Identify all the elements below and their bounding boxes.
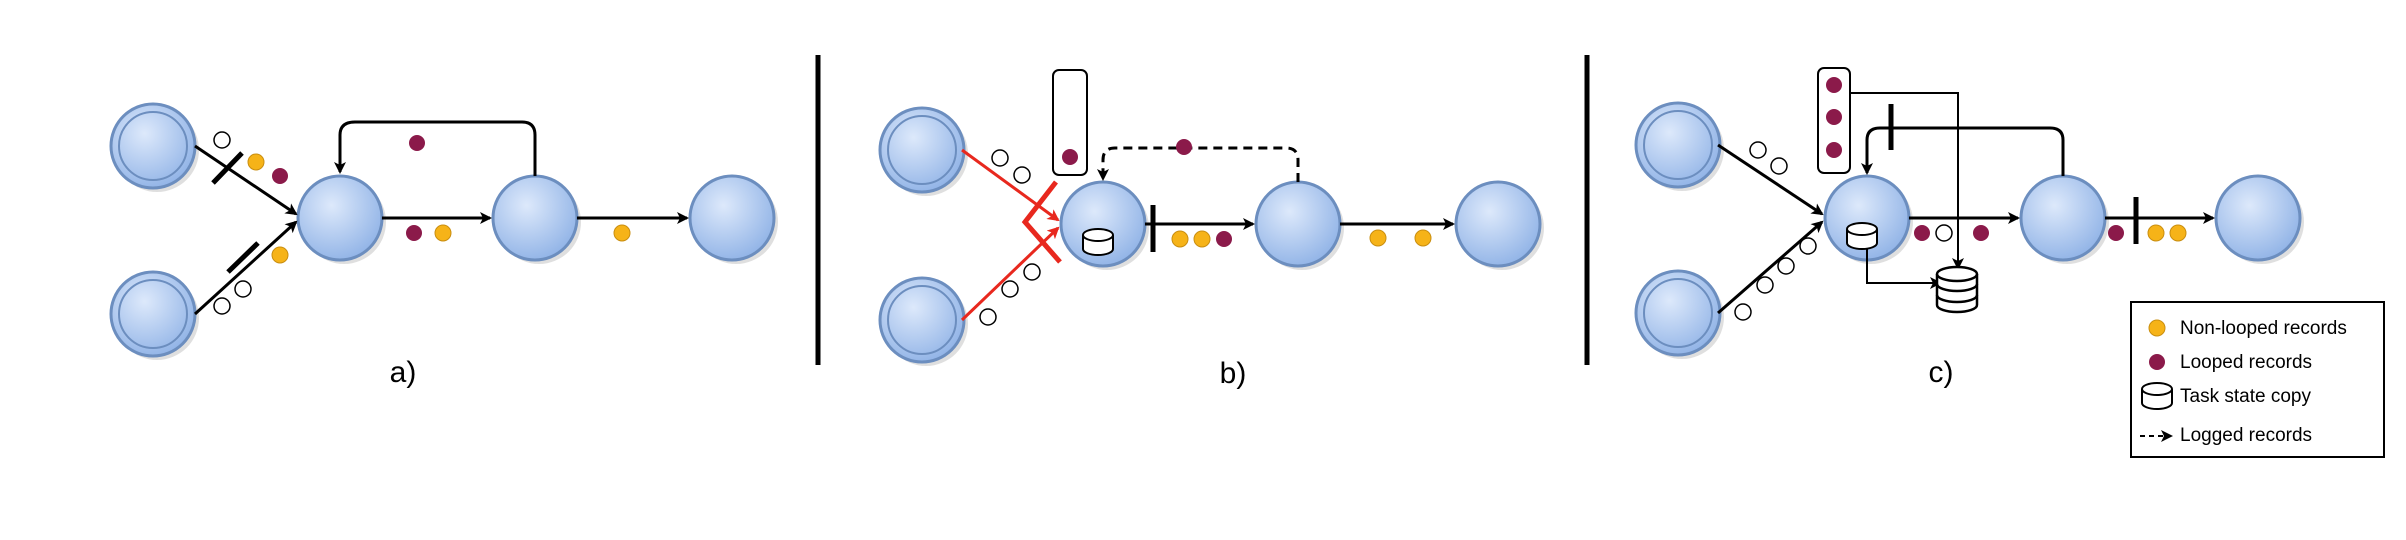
- legend-label-state-copy: Task state copy: [2180, 386, 2311, 407]
- looped-record-icon: [1973, 225, 1989, 241]
- source-node-bottom: [1634, 269, 1726, 361]
- task-node-3: [1454, 180, 1546, 272]
- looped-record-icon: [1216, 231, 1232, 247]
- task-node-2: [1254, 180, 1346, 272]
- legend-box: [2130, 301, 2385, 458]
- looped-record-icon: [409, 135, 425, 151]
- in-flight-record-icon: [1770, 157, 1788, 175]
- non-looped-record-icon: [271, 246, 289, 264]
- non-looped-record-icon: [247, 153, 265, 171]
- panel-a: a): [109, 102, 780, 389]
- in-flight-record-icon: [234, 280, 252, 298]
- looped-record-icon: [1826, 142, 1842, 158]
- non-looped-record-icon: [2147, 224, 2165, 242]
- non-looped-record-icon: [1171, 230, 1189, 248]
- in-flight-record-icon: [213, 131, 231, 149]
- in-flight-record-icon: [1734, 303, 1752, 321]
- in-flight-record-icon: [1799, 237, 1817, 255]
- task-node-2: [2019, 174, 2111, 266]
- non-looped-record-icon: [1414, 229, 1432, 247]
- in-flight-record-icon: [1749, 141, 1767, 159]
- source-node-top: [878, 106, 970, 198]
- log-box: [1052, 69, 1088, 176]
- state-copy-edge: [1866, 245, 1942, 289]
- database-icon: [1935, 265, 1979, 314]
- legend-label-non-looped: Non-looped records: [2180, 318, 2347, 339]
- edge: [194, 144, 298, 216]
- non-looped-record-icon: [2169, 224, 2187, 242]
- in-flight-record-icon: [1023, 263, 1041, 281]
- non-looped-record-icon: [434, 224, 452, 242]
- failure-marker-icon: [1021, 180, 1062, 264]
- legend: Non-looped records Looped records Task s…: [2130, 301, 2385, 458]
- failed-edge: [961, 148, 1060, 222]
- source-node-top: [109, 102, 201, 194]
- in-flight-record-icon: [1756, 276, 1774, 294]
- looped-record-icon: [1826, 109, 1842, 125]
- panel-label-a: a): [390, 356, 417, 389]
- cylinder-icon: [2141, 382, 2173, 410]
- legend-label-looped: Looped records: [2180, 352, 2312, 373]
- loop-edge: [1861, 126, 2065, 176]
- edge: [193, 220, 298, 316]
- legend-label-logged: Logged records: [2180, 425, 2312, 446]
- source-node-bottom: [109, 270, 201, 362]
- panel-label-b: b): [1220, 357, 1247, 390]
- task-node-1: [1059, 180, 1151, 272]
- barrier-icon: [211, 151, 244, 185]
- loop-edge: [334, 120, 537, 176]
- task-node-2: [491, 174, 583, 266]
- in-flight-record-icon: [1935, 224, 1953, 242]
- cylinder-icon: [1082, 228, 1114, 256]
- panel-label-c: c): [1929, 356, 1954, 389]
- edge: [1717, 220, 1824, 315]
- in-flight-record-icon: [1777, 257, 1795, 275]
- looped-record-icon: [406, 225, 422, 241]
- panel-c: c): [1634, 67, 2306, 389]
- in-flight-record-icon: [979, 308, 997, 326]
- looped-record-icon: [272, 168, 288, 184]
- cylinder-icon: [1846, 222, 1878, 250]
- looped-record-icon: [1062, 149, 1078, 165]
- non-looped-record-icon: [2148, 319, 2166, 337]
- looped-record-icon: [2108, 225, 2124, 241]
- in-flight-record-icon: [1013, 166, 1031, 184]
- barrier-icon: [226, 241, 260, 274]
- looped-record-icon: [1826, 77, 1842, 93]
- in-flight-record-icon: [1001, 280, 1019, 298]
- log-edge: [1850, 92, 1964, 270]
- task-node-1: [1823, 174, 1915, 266]
- non-looped-record-icon: [1369, 229, 1387, 247]
- in-flight-record-icon: [213, 297, 231, 315]
- logged-loop-edge: [1097, 146, 1300, 182]
- source-node-top: [1634, 101, 1726, 193]
- looped-record-icon: [1176, 139, 1192, 155]
- in-flight-record-icon: [991, 149, 1009, 167]
- non-looped-record-icon: [613, 224, 631, 242]
- panel-b: b): [878, 69, 1546, 390]
- edge: [1717, 143, 1824, 216]
- non-looped-record-icon: [1193, 230, 1211, 248]
- source-node-bottom: [878, 276, 970, 368]
- task-node-3: [2214, 174, 2306, 266]
- task-node-1: [296, 174, 388, 266]
- task-node-3: [688, 174, 780, 266]
- looped-record-icon: [1914, 225, 1930, 241]
- looped-record-icon: [2149, 354, 2165, 370]
